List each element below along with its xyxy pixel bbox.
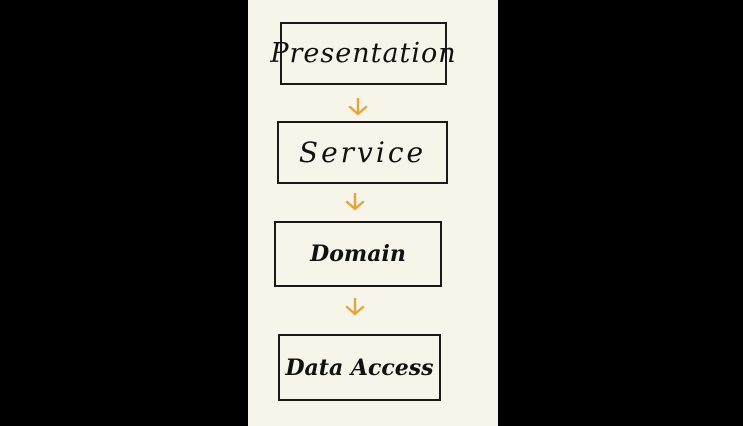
arrow-down-icon [345,193,365,211]
layer-label-data-access: Data Access [285,354,434,381]
arrow-down-icon [348,98,368,116]
layer-label-service: Service [298,136,427,169]
arrow-down-icon [345,298,365,316]
layer-box-domain: Domain [274,221,442,287]
layer-label-domain: Domain [310,241,406,267]
layer-box-service: Service [277,121,448,184]
layer-box-data-access: Data Access [278,334,441,401]
layer-box-presentation: Presentation [270,22,456,85]
layer-label-presentation: Presentation [270,38,457,69]
diagram-paper: Presentation Service Domain Data Access [248,0,498,426]
